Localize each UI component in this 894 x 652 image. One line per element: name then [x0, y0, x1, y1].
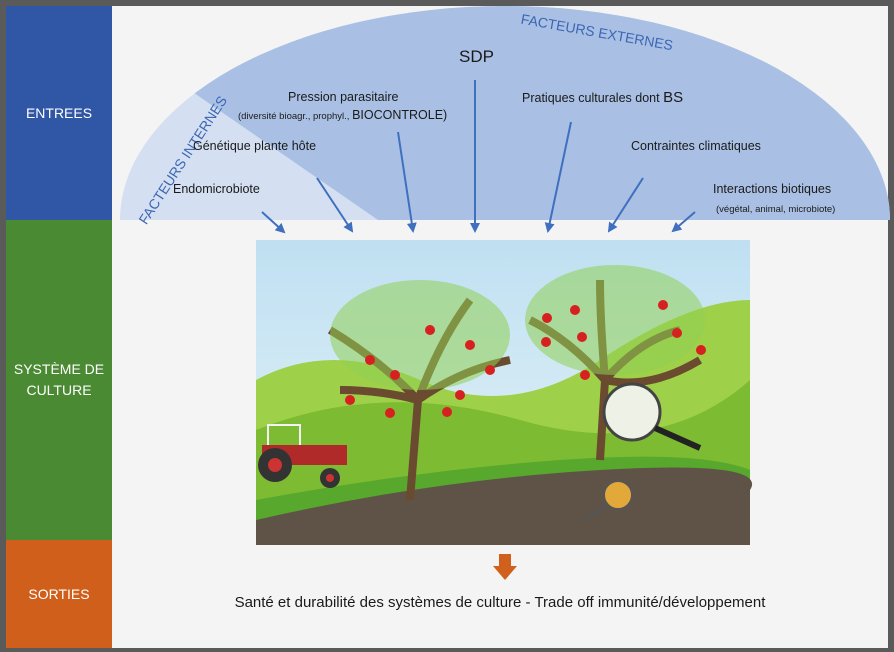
pression-detail-a: (diversité bioagr., prophyl.,	[238, 111, 353, 122]
orchard-illustration	[256, 240, 753, 545]
section-label-system: SYSTÈME DE CULTURE	[6, 220, 112, 540]
system-label-line2: CULTURE	[26, 382, 92, 398]
external-factors-dome	[120, 6, 890, 220]
factor-sdp: SDP	[459, 47, 494, 66]
factor-pression: Pression parasitaire	[288, 90, 399, 104]
factor-endomicrobiote: Endomicrobiote	[173, 182, 260, 196]
factor-pratiques: Pratiques culturales dont BS	[522, 89, 683, 106]
magnifier-small-icon	[603, 480, 633, 510]
system-label-line1: SYSTÈME DE	[13, 361, 105, 377]
pression-detail-b: BIOCONTROLE)	[352, 108, 448, 122]
factor-interactions-detail: (végétal, animal, microbiote)	[716, 204, 836, 215]
system-band	[6, 220, 112, 540]
pratiques-b: BS	[663, 89, 684, 106]
output-arrow-icon	[493, 554, 517, 580]
factor-contraintes: Contraintes climatiques	[631, 139, 761, 153]
outputs-band	[6, 540, 112, 648]
tractor-icon	[258, 424, 347, 488]
magnifier-icon	[602, 382, 662, 442]
factor-pression-detail: (diversité bioagr., prophyl., BIOCONTROL…	[238, 108, 447, 122]
pratiques-a: Pratiques culturales dont	[522, 91, 664, 105]
output-text: Santé et durabilité des systèmes de cult…	[234, 594, 766, 611]
section-label-inputs: ENTREES	[25, 104, 93, 121]
factor-arrows	[261, 80, 696, 234]
factor-genetique: Génétique plante hôte	[193, 139, 317, 153]
inputs-band	[6, 6, 112, 220]
section-label-outputs: SORTIES	[28, 585, 90, 602]
factor-interactions: Interactions biotiques	[713, 182, 832, 196]
